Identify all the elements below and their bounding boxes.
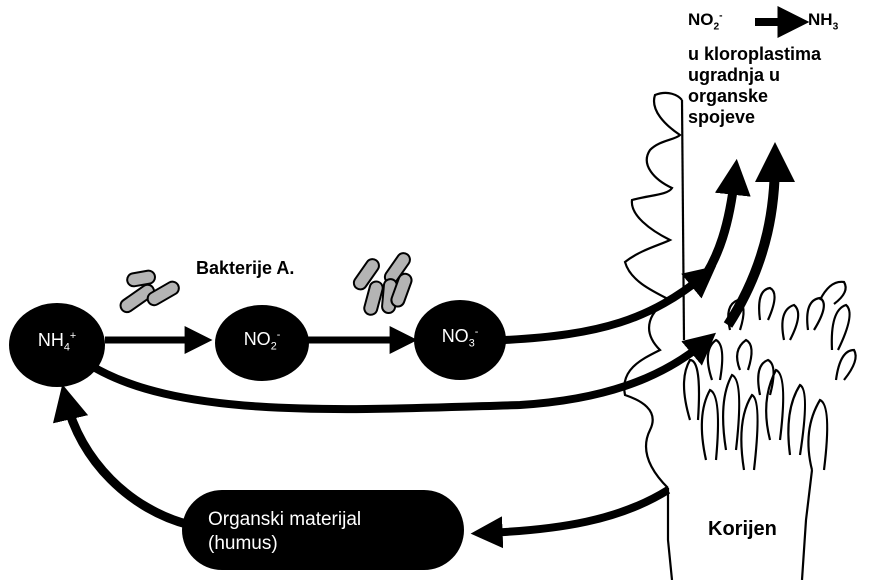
arrow-root-up-right (723, 142, 795, 328)
node-no2 (215, 305, 309, 381)
node-nh4 (9, 303, 105, 387)
chloroplast-line-3: organske (688, 86, 769, 106)
organic-line1: Organski materijal (208, 509, 362, 530)
arrow-root-to-humus (470, 486, 671, 549)
node-no3 (414, 300, 506, 380)
nh4-label: NH4+ (27, 330, 87, 354)
organic-line2: (humus) (208, 533, 278, 554)
no2-sup: - (276, 329, 281, 341)
nh4-base: NH (37, 330, 64, 350)
arrow-root-up-left (691, 158, 751, 293)
organic-matter-label: Organski materijal (humus) (208, 508, 448, 556)
no2-label: NO2- (232, 329, 292, 353)
no3-sub: 3 (468, 337, 475, 350)
no2-formula-base: NO (688, 10, 714, 29)
arrow-no3-to-root (504, 265, 717, 344)
no3-sup: - (474, 326, 479, 338)
chloroplast-line-1: u kloroplastima (688, 44, 822, 64)
root-label: Korijen (708, 518, 777, 540)
arrows (52, 6, 810, 549)
no3-label: NO3- (430, 326, 490, 350)
root-outline (623, 91, 857, 580)
no3-base: NO (441, 326, 469, 346)
chloroplast-description: u kloroplastima ugradnja u organske spoj… (688, 44, 821, 128)
node-organic-matter (182, 490, 464, 570)
nh3-formula-base: NH (808, 10, 833, 29)
no2-formula-sup: - (719, 10, 723, 22)
arrow-nh4-to-root (87, 332, 717, 414)
chloroplast-line-4: spojeve (688, 107, 756, 127)
chloroplast-reaction-to: NH3 (808, 10, 838, 32)
nh3-formula-sub: 3 (832, 21, 839, 33)
chloroplast-line-2: ugradnja u (688, 65, 781, 85)
bacteria-icon-group-2 (352, 252, 413, 316)
bacteria-icon-group-1 (119, 269, 180, 314)
nh4-sub: 4 (63, 341, 70, 354)
no2-sub: 2 (270, 340, 277, 353)
chloroplast-reaction-from: NO2- (688, 10, 723, 32)
arrow-humus-to-nh4 (52, 384, 192, 530)
no2-formula-sub: 2 (713, 21, 720, 33)
no2-base: NO (243, 329, 271, 349)
bacteria-label: Bakterije A. (196, 258, 295, 278)
nh4-sup: + (69, 330, 77, 342)
